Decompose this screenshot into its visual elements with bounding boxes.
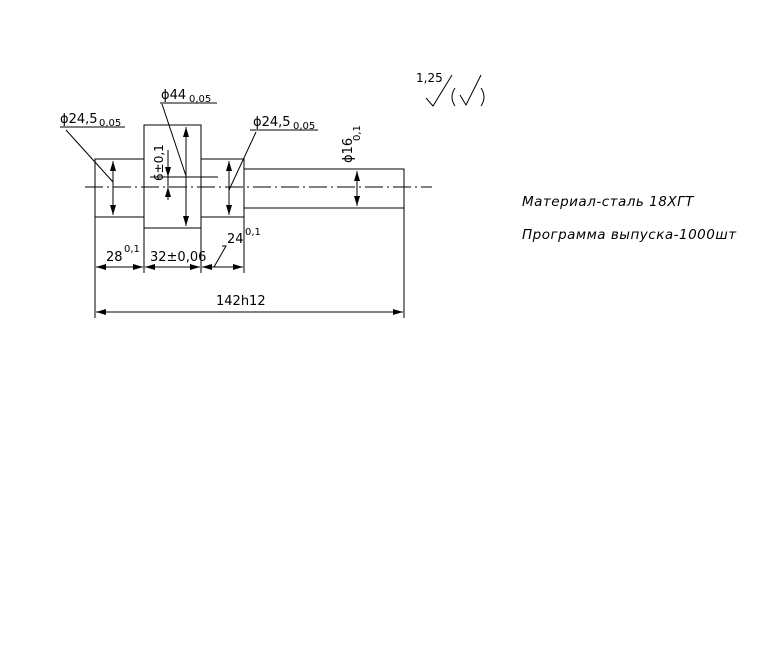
len-total-label: 142h12	[216, 294, 266, 309]
dia-left-tolerance: 0,05	[99, 118, 121, 129]
dia-shaft-tolerance: 0,1	[352, 125, 363, 141]
len-right-leader	[213, 245, 227, 268]
leader-collar-dia-slant	[161, 103, 187, 177]
offset-text: 6±0,1	[152, 144, 166, 181]
len-right-label: 24	[227, 232, 244, 247]
program-note: Программа выпуска-1000шт	[522, 227, 737, 243]
offset-label: 6±0,1	[152, 144, 166, 181]
dia-right-tolerance: 0,05	[293, 121, 315, 132]
dia-collar-tolerance: 0,05	[189, 94, 211, 105]
dia-shaft-text: ϕ16 0,1	[341, 125, 363, 163]
len-collar-label: 32±0,06	[150, 250, 206, 265]
dia-right-label: ϕ24,5	[253, 115, 291, 130]
dia-collar-label: ϕ44	[161, 88, 186, 103]
roughness-paren-left-icon	[451, 87, 456, 107]
roughness-check-small-icon	[459, 74, 482, 107]
roughness-paren-right-icon	[480, 87, 485, 107]
roughness-value: 1,25	[416, 71, 443, 85]
leader-right-dia-slant	[228, 131, 257, 191]
offset-arrow-bottom	[165, 187, 171, 197]
part-outline	[94, 124, 405, 229]
roughness-symbol: 1,25	[416, 71, 485, 107]
right-journal	[200, 158, 245, 218]
left-journal	[94, 158, 145, 218]
leader-left-dia-slant	[65, 129, 114, 183]
shaft	[243, 168, 405, 209]
offset-arrow-top	[165, 167, 171, 177]
len-left-label: 28	[106, 250, 123, 265]
dia-left-label: ϕ24,5	[60, 112, 98, 127]
len-left-tolerance: 0,1	[124, 244, 140, 255]
dia-shaft-label: ϕ16	[341, 138, 356, 163]
len-right-tolerance: 0,1	[245, 227, 261, 238]
material-note: Материал-сталь 18ХГТ	[522, 194, 694, 210]
roughness-check-icon	[425, 74, 453, 107]
